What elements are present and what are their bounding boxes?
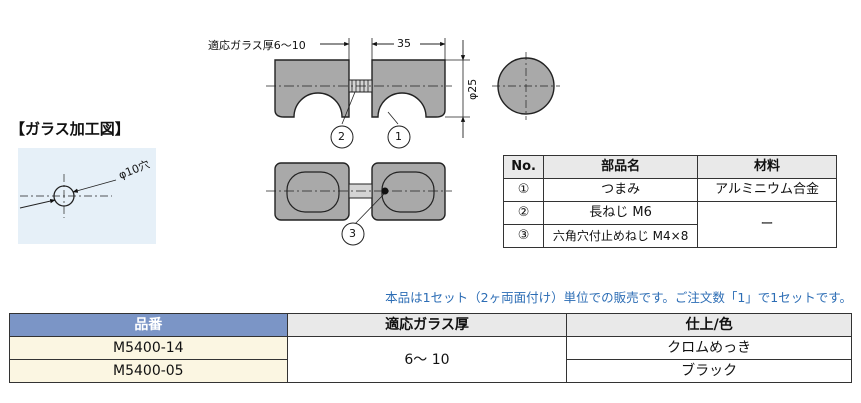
part-no: ② [502, 201, 545, 225]
top-view [266, 162, 452, 246]
glass-processing-title: 【ガラス加工図】 [10, 120, 130, 138]
table-row: M5400-14 6～ 10 クロムめっき [9, 336, 852, 383]
part-name: つまみ [543, 178, 699, 202]
parts-header-no: No. [502, 155, 545, 179]
parts-header-name: 部品名 [543, 155, 699, 179]
parts-table: No. 部品名 材料 ① つまみ アルミニウム合金 ② 長ねじ M6 ー ③ 六… [502, 155, 837, 248]
product-finish: ブラック [566, 359, 852, 383]
callout-1: 1 [395, 130, 402, 143]
table-row: ① つまみ アルミニウム合金 [502, 178, 837, 202]
thickness-dimension-label: 適応ガラス厚6～10 [208, 39, 306, 52]
table-row: ② 長ねじ M6 ー [502, 201, 837, 248]
product-thickness: 6～ 10 [286, 336, 568, 383]
product-header-thickness: 適応ガラス厚 [286, 313, 568, 337]
product-table: 品番 適応ガラス厚 仕上/色 M5400-14 6～ 10 クロムめっき M54… [9, 313, 852, 383]
callout-3: 3 [349, 227, 356, 240]
part-material: ー [697, 201, 837, 248]
part-no: ① [502, 178, 545, 202]
product-code: M5400-14 [9, 336, 288, 360]
parts-header-row: No. 部品名 材料 [502, 155, 837, 179]
product-header-row: 品番 適応ガラス厚 仕上/色 [9, 313, 852, 337]
table-row: ③ 六角穴付止めねじ M4×8 [502, 224, 837, 248]
technical-drawing [19, 38, 560, 246]
part-material: アルミニウム合金 [697, 178, 837, 202]
end-view [492, 52, 560, 120]
parts-header-material: 材料 [697, 155, 837, 179]
product-header-code: 品番 [9, 313, 288, 337]
width-dimension-label: 35 [397, 37, 411, 50]
sales-note: 本品は1セット（2ヶ両面付け）単位での販売です。ご注文数「1」で1セットです。 [385, 290, 852, 305]
part-no: ③ [502, 224, 545, 248]
callouts-side [330, 91, 411, 149]
side-view [266, 38, 470, 138]
callout-2: 2 [338, 130, 345, 143]
set-screw-mark [381, 187, 389, 195]
part-name: 六角穴付止めねじ M4×8 [543, 224, 699, 248]
diameter-dimension-label: φ25 [466, 78, 479, 100]
glass-hole-drawing [19, 174, 117, 218]
product-header-finish: 仕上/色 [566, 313, 852, 337]
part-name: 長ねじ M6 [543, 201, 699, 225]
product-finish: クロムめっき [566, 336, 852, 360]
knob-left-side [274, 59, 350, 118]
knob-right-side [371, 59, 446, 118]
table-row: M5400-05 ブラック [9, 359, 852, 383]
product-code: M5400-05 [9, 359, 288, 383]
